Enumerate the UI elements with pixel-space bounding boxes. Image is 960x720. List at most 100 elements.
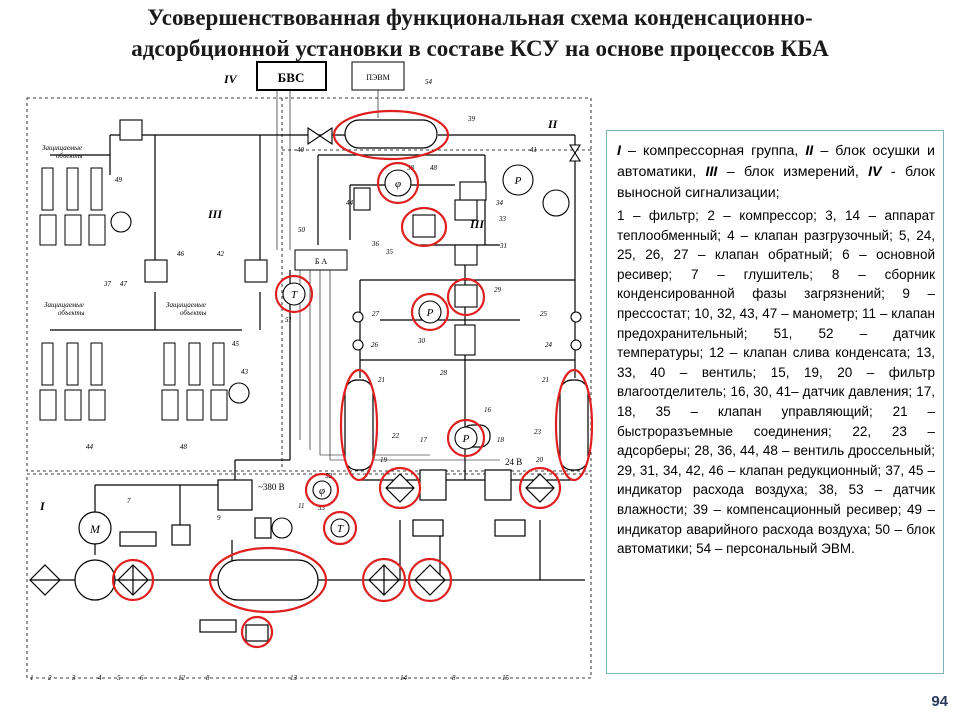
part-number: 11 (298, 502, 304, 510)
part-number: 47 (120, 280, 128, 288)
functional-schematic: БВС ПЭВМ Б А IV II III III I M (26, 61, 594, 682)
page-number: 94 (931, 693, 948, 710)
part-number: 33 (498, 215, 507, 223)
part-number: 50 (298, 226, 306, 234)
top-boxes: БВС ПЭВМ Б А (256, 61, 405, 271)
legend-head-text-III: – блок измерений, (717, 164, 869, 180)
sensor-phi-2: φ (319, 485, 325, 497)
power-label-24: 24 В (505, 457, 522, 467)
part-number: 26 (371, 341, 379, 349)
legend-head-text-IV: - блок выносной сигнализации; (617, 164, 935, 201)
sensor-P-1: P (514, 175, 522, 187)
part-number: 49 (115, 176, 123, 184)
legend-head-text-I: – компрессорная группа, (620, 143, 806, 159)
legend-body: 1 – фильтр; 2 – компрессор; 3, 14 – аппа… (617, 208, 935, 557)
legend-roman-IV: IV (868, 164, 882, 180)
legend-head-text-II: – блок осушки и автоматики, (617, 143, 935, 180)
compressor-group (29, 479, 446, 642)
part-number: 6 (140, 674, 144, 682)
block-label-I: I (39, 499, 46, 513)
part-number: 48 (430, 164, 438, 172)
bvs-box-label: БВС (278, 70, 305, 85)
part-number: 18 (497, 436, 505, 444)
part-number: 40 (297, 146, 305, 154)
ba-box-label: Б А (315, 257, 328, 266)
part-numbers: 1 2 3 4 5 6 12 8 13 14 8 15 7 9 11 52 53… (30, 78, 553, 682)
pevm-box-label: ПЭВМ (366, 73, 390, 82)
part-number: 53 (318, 504, 326, 512)
sensor-phi-1: φ (395, 178, 401, 190)
sensor-T-1: T (291, 289, 298, 301)
block-label-IV: IV (223, 72, 238, 86)
part-number: 12 (178, 674, 186, 682)
objects-label-left-2: объекты (58, 309, 85, 317)
sensor-T-2: T (337, 523, 344, 535)
part-number: 51 (285, 316, 292, 324)
part-number: 41 (530, 146, 537, 154)
part-number: 44 (86, 443, 94, 451)
part-number: 20 (536, 456, 544, 464)
part-number: 27 (372, 310, 380, 318)
part-number: 1 (30, 674, 34, 682)
sensor-gauges (110, 164, 570, 539)
part-number: 43 (241, 368, 249, 376)
objects-label-top-2: объекты (56, 152, 83, 160)
part-number: 5 (117, 674, 121, 682)
part-number: 8 (452, 674, 456, 682)
sensor-P-3: P (462, 433, 470, 445)
part-number: 8 (206, 674, 210, 682)
legend-roman-III: III (705, 164, 718, 180)
part-number: 24 (545, 341, 553, 349)
part-number: 25 (540, 310, 548, 318)
block-label-II: II (547, 117, 559, 131)
part-number: 15 (502, 674, 510, 682)
block-label-III: III (207, 207, 223, 221)
objects-label-top-1: Защищаемые (42, 144, 82, 152)
objects-label-left-1: Защищаемые (44, 301, 84, 309)
part-number: 13 (290, 674, 298, 682)
part-number: 22 (392, 432, 400, 440)
title-line-1: Усовершенствованная функциональная схема… (147, 5, 813, 30)
part-number: 35 (385, 248, 394, 256)
part-number: 2 (48, 674, 52, 682)
highlight-circles (111, 109, 594, 649)
part-number: 16 (484, 406, 492, 414)
slide-title: Усовершенствованная функциональная схема… (0, 2, 960, 64)
part-number: 54 (425, 78, 433, 86)
sensor-P-2: P (426, 307, 434, 319)
legend-panel: I – компрессорная группа, II – блок осуш… (606, 130, 944, 674)
legend-head: I – компрессорная группа, II – блок осуш… (617, 141, 935, 204)
objects-label-mid-1: Защищаемые (166, 301, 206, 309)
part-number: 34 (495, 199, 504, 207)
part-number: 4 (98, 674, 102, 682)
part-number: 39 (467, 115, 476, 123)
power-label-380: ~380 В (258, 482, 285, 492)
legend-roman-I: I (617, 143, 621, 159)
part-number: 42 (217, 250, 225, 258)
part-number: 44 (346, 199, 354, 207)
part-number: 30 (417, 337, 426, 345)
flow-indicators (39, 167, 228, 421)
valves (119, 119, 582, 356)
part-number: 48 (180, 443, 188, 451)
part-number: 31 (499, 242, 507, 250)
part-number: 46 (177, 250, 185, 258)
part-number: 7 (127, 497, 131, 505)
part-number: 9 (217, 514, 221, 522)
filter-units (254, 469, 555, 539)
objects-label-mid-2: объекты (180, 309, 207, 317)
part-number: 23 (534, 428, 542, 436)
part-number: 17 (420, 436, 428, 444)
part-number: 36 (371, 240, 380, 248)
legend-roman-II: II (805, 143, 814, 159)
part-number: 29 (494, 286, 502, 294)
part-number: 37 (103, 280, 112, 288)
part-number: 45 (232, 340, 240, 348)
block-boundaries (26, 97, 592, 679)
title-line-2: адсорбционной установки в составе КСУ на… (131, 36, 829, 61)
part-number: 3 (71, 674, 76, 682)
part-number: 19 (380, 456, 388, 464)
part-number: 28 (440, 369, 448, 377)
motor-label: M (89, 522, 101, 536)
part-number: 21 (542, 376, 549, 384)
